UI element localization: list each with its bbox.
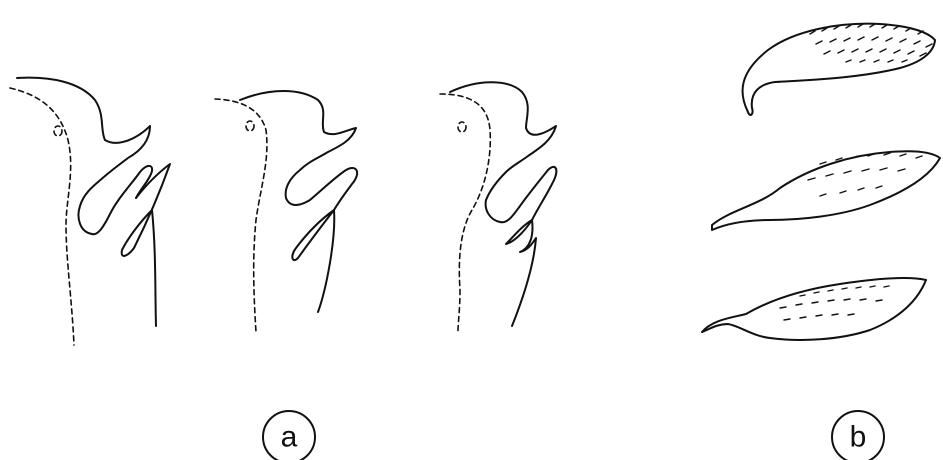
panel-a-drawings: a [10, 78, 556, 460]
drawing-2-head-outline [240, 91, 357, 210]
shape-1-outline [743, 24, 935, 115]
panel-b-shape-2 [712, 151, 940, 230]
drawing-3-head-outline [450, 82, 556, 222]
panel-a-label: a [263, 411, 315, 460]
shape-3-outline [702, 278, 926, 340]
panel-b-shape-3 [702, 278, 926, 340]
panel-a-drawing-1 [10, 78, 170, 345]
shape-2-outline [712, 151, 940, 230]
drawing-1-eye-mark [54, 126, 62, 136]
panel-b-shape-1 [743, 24, 935, 115]
drawing-2-dashed-outline [215, 99, 267, 332]
drawing-3-spine [506, 220, 536, 326]
panel-b-label-text: b [850, 421, 867, 454]
drawing-2-spine [292, 210, 334, 312]
shape-3-hatch-marks [780, 286, 889, 320]
panel-a-drawing-2 [215, 91, 357, 332]
panel-b-label: b [832, 411, 884, 460]
panel-a-label-text: a [281, 421, 298, 454]
drawing-3-eye-mark [458, 122, 466, 132]
drawing-2-eye-mark [246, 121, 254, 131]
drawing-1-spine [122, 164, 170, 326]
drawing-1-head-outline [17, 78, 152, 235]
panel-b-drawings: b [702, 24, 940, 460]
panel-a-drawing-3 [440, 82, 556, 332]
drawing-1-dashed-outline [10, 88, 74, 345]
